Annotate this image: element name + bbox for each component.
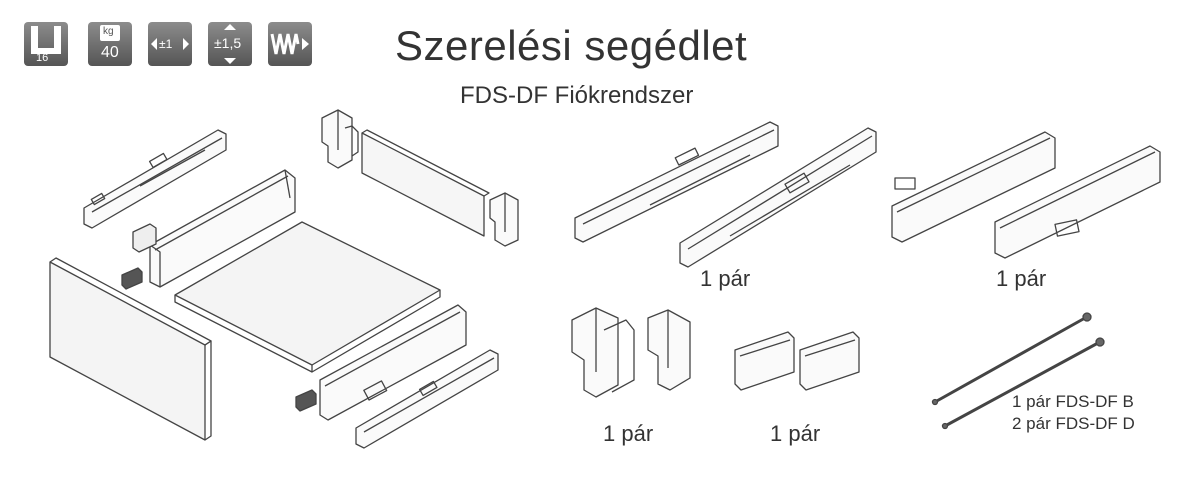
height-adjust-icon: ±1,5 (208, 22, 252, 66)
front-bracket-pair-illustration (735, 332, 859, 390)
page-subtitle: FDS-DF Fiókrendszer (460, 82, 694, 109)
left-runner (84, 130, 226, 228)
lateral-adjust-icon: ±1 (148, 22, 192, 66)
left-front-bracket (122, 224, 156, 289)
rear-bracket-top (322, 110, 358, 168)
soft-close-icon (268, 22, 312, 66)
lateral-adjust-label: ±1 (159, 37, 173, 51)
rear-brackets-caption: 1 pár (603, 421, 654, 446)
page-title: Szerelési segédlet (395, 22, 748, 69)
load-capacity-value: 40 (101, 44, 119, 61)
rear-bracket-pair-illustration (572, 308, 690, 397)
drawer-bottom-panel (175, 222, 440, 372)
right-runner (356, 350, 498, 448)
rear-bracket-right (490, 193, 518, 246)
right-side-panel (320, 305, 466, 420)
runners-caption: 1 pár (700, 266, 751, 291)
height-adjust-label: ±1,5 (214, 35, 242, 51)
drawer-back-panel (362, 130, 489, 236)
runner-pair-illustration (575, 122, 876, 267)
load-capacity-icon: kg 40 (88, 22, 132, 66)
right-front-bracket (296, 390, 316, 411)
gallery-rails-illustration (933, 313, 1105, 429)
side-panels-caption: 1 pár (996, 266, 1047, 291)
drawer-front-panel (50, 258, 211, 440)
side-panel-pair-illustration (892, 132, 1160, 258)
load-capacity-unit: kg (103, 26, 114, 37)
rails-d-caption: 2 pár FDS-DF D (1012, 414, 1135, 433)
left-side-panel (150, 170, 295, 287)
side-thickness-icon: 16 (24, 22, 68, 66)
front-brackets-caption: 1 pár (770, 421, 821, 446)
side-thickness-label: 16 (36, 52, 49, 64)
rails-b-caption: 1 pár FDS-DF B (1012, 392, 1134, 411)
